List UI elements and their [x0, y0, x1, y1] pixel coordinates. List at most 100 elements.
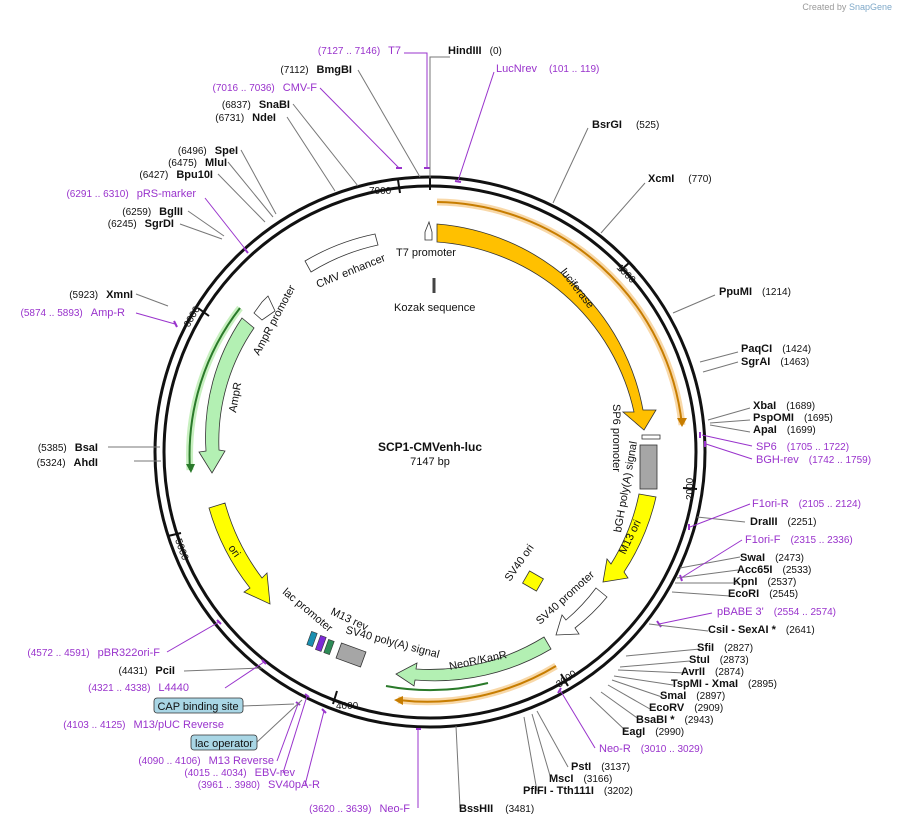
primer-marks: [173, 167, 706, 730]
lac-operator-feature: [315, 635, 327, 652]
enzyme-eagi: EagI(2990): [622, 726, 684, 738]
tick-7000: 7000: [369, 186, 392, 197]
enzyme-xbai: XbaI(1689): [753, 400, 815, 412]
neor-orf2-arrow: [385, 682, 489, 692]
cmv-enhancer-feature: [304, 233, 379, 273]
primer-prs-marker: (6291 .. 6310)pRS-marker: [66, 188, 196, 200]
enzyme-sgrdi: (6245)SgrDI: [108, 218, 174, 230]
tick-4000: 4000: [336, 701, 359, 712]
enzyme-xcmi: XcmI(770): [648, 173, 712, 185]
enzyme-xmni: (5923)XmnI: [69, 289, 133, 301]
enzyme-apai: ApaI(1699): [753, 424, 816, 436]
ampr-orf2-arrow: [188, 307, 241, 471]
enzyme-smai: SmaI(2897): [660, 690, 725, 702]
primer-sv40pa-r: (3961 .. 3980)SV40pA-R: [198, 779, 320, 791]
tick-2000: 2000: [685, 477, 696, 500]
enzyme-snabi: (6837)SnaBI: [222, 99, 290, 111]
m13-rev-feature: [323, 639, 335, 655]
ampr-feature: [198, 317, 255, 474]
enzyme-sgrai: SgrAI(1463): [741, 356, 809, 368]
enzyme-acc65i: Acc65I(2533): [737, 564, 811, 576]
snapgene-watermark: Created by SnapGene: [802, 2, 892, 12]
enzyme-draiii: DraIII(2251): [750, 516, 816, 528]
primer-f1ori-f: F1ori-F(2315 .. 2336): [745, 534, 853, 546]
enzyme-pspomi: PspOMI(1695): [753, 412, 833, 424]
enzyme-ndei: (6731)NdeI: [215, 112, 276, 124]
enzyme-pflfi-tth111i: PflFI - Tth111I(3202): [523, 785, 633, 797]
tick-marks: [167, 176, 698, 705]
t7-promoter-feature: [424, 220, 433, 241]
enzyme-ecori: EcoRI(2545): [728, 588, 798, 600]
enzyme-ahdi: (5324)AhdI: [37, 457, 98, 469]
primer-f1ori-r: F1ori-R(2105 .. 2124): [752, 498, 861, 510]
lac-operator-label: lac operator: [195, 738, 253, 750]
sv40-promoter-feature: [555, 587, 608, 636]
primer-t7: (7127 .. 7146)T7: [318, 45, 401, 57]
enzyme-bsabi: BsaBI *(2943): [636, 714, 713, 726]
lac-operator-box: [190, 734, 258, 751]
ampr-orf2-head: [186, 464, 195, 473]
primer-neo-f: (3620 .. 3639)Neo-F: [309, 803, 410, 815]
enzyme-connectors: [108, 56, 751, 809]
enzyme-kpni: KpnI(2537): [733, 576, 796, 588]
enzyme-hindiii: HindIII(0): [448, 45, 502, 57]
enzyme-swai: SwaI(2473): [740, 552, 804, 564]
luciferase-orf-head: [677, 418, 687, 427]
enzyme-paqci: PaqCI(1424): [741, 343, 811, 355]
m13-ori-feature: [602, 493, 657, 583]
enzyme-bsrgi: BsrGI(525): [592, 119, 659, 131]
enzyme-csii-sexai: CsiI - SexAI *(2641): [708, 624, 815, 636]
enzyme-pcii: (4431)PciI: [119, 665, 175, 677]
primer-amp-r: (5874 .. 5893)Amp-R: [21, 307, 126, 319]
luciferase-feature: [436, 223, 657, 431]
ampr-promoter-feature: [253, 295, 276, 321]
enzyme-psti: PstI(3137): [571, 761, 630, 773]
sv40-ori-feature: [522, 570, 544, 592]
enzyme-avrii: AvrII(2874): [681, 666, 744, 678]
primer-lucnrev: LucNrev(101 .. 119): [496, 63, 599, 75]
label-ampr: AmpR: [227, 381, 244, 413]
luciferase-orf-arrow: [436, 201, 683, 426]
sv40-polya-feature: [335, 642, 367, 668]
primer-neo-r: Neo-R(3010 .. 3029): [599, 743, 703, 755]
enzyme-msci: MscI(3166): [549, 773, 612, 785]
enzyme-bsshii: BssHII(3481): [459, 803, 534, 815]
ori-feature: [208, 502, 271, 605]
cap-site-feature: [306, 631, 318, 647]
label-t7-promoter: T7 promoter: [396, 247, 456, 259]
primer-pbr322ori-f: (4572 .. 4591)pBR322ori-F: [27, 647, 160, 659]
neor-orf-head: [394, 696, 403, 705]
neor-feature: [395, 636, 552, 687]
enzyme-mlui: (6475)MluI: [168, 157, 227, 169]
enzyme-ecorv: EcoRV(2909): [649, 702, 723, 714]
plasmid-name: SCP1-CMVenh-luc: [378, 440, 482, 454]
label-sp6-promoter: SP6 promoter: [610, 404, 622, 472]
primer-cmv-f: (7016 .. 7036)CMV-F: [213, 82, 318, 94]
plasmid-size: 7147 bp: [410, 456, 450, 468]
features: [186, 198, 687, 706]
enzyme-bsai: (5385)BsaI: [38, 442, 98, 454]
primer-m13-puc-reverse: (4103 .. 4125)M13/pUC Reverse: [63, 719, 224, 731]
enzyme-bglii: (6259)BglII: [122, 206, 183, 218]
neor-orf-arrow: [397, 665, 557, 703]
primer-pbabe3: pBABE 3'(2554 .. 2574): [717, 606, 836, 618]
enzyme-labels: HindIII(0) BsrGI(525) XcmI(770) PpuMI(12…: [37, 45, 833, 815]
enzyme-stui: StuI(2873): [689, 654, 749, 666]
primer-m13-reverse: (4090 .. 4106)M13 Reverse: [138, 755, 274, 767]
enzyme-sfii: SfiI(2827): [697, 642, 753, 654]
primer-bgh-rev: BGH-rev(1742 .. 1759): [756, 454, 871, 466]
tick-3000: 3000: [554, 668, 579, 690]
cap-binding-site-box: [153, 697, 244, 714]
label-lac-promoter: lac promoter: [280, 586, 335, 635]
enzyme-bpu10i: (6427)Bpu10I: [139, 169, 213, 181]
primer-sp6: SP6(1705 .. 1722): [756, 441, 849, 453]
feature-boxes: CAP binding site lac operator: [153, 697, 303, 751]
primer-ebv-rev: (4015 .. 4034)EBV-rev: [184, 767, 295, 779]
primer-labels: (7127 .. 7146)T7 LucNrev(101 .. 119) (70…: [21, 45, 872, 815]
enzyme-bmgbi: (7112)BmgBI: [280, 64, 352, 76]
enzyme-spei: (6496)SpeI: [178, 145, 238, 157]
enzyme-tspmi-xmai: TspMI - XmaI(2895): [671, 678, 777, 690]
cap-binding-site-label: CAP binding site: [157, 701, 238, 713]
primer-connectors: [135, 52, 753, 808]
